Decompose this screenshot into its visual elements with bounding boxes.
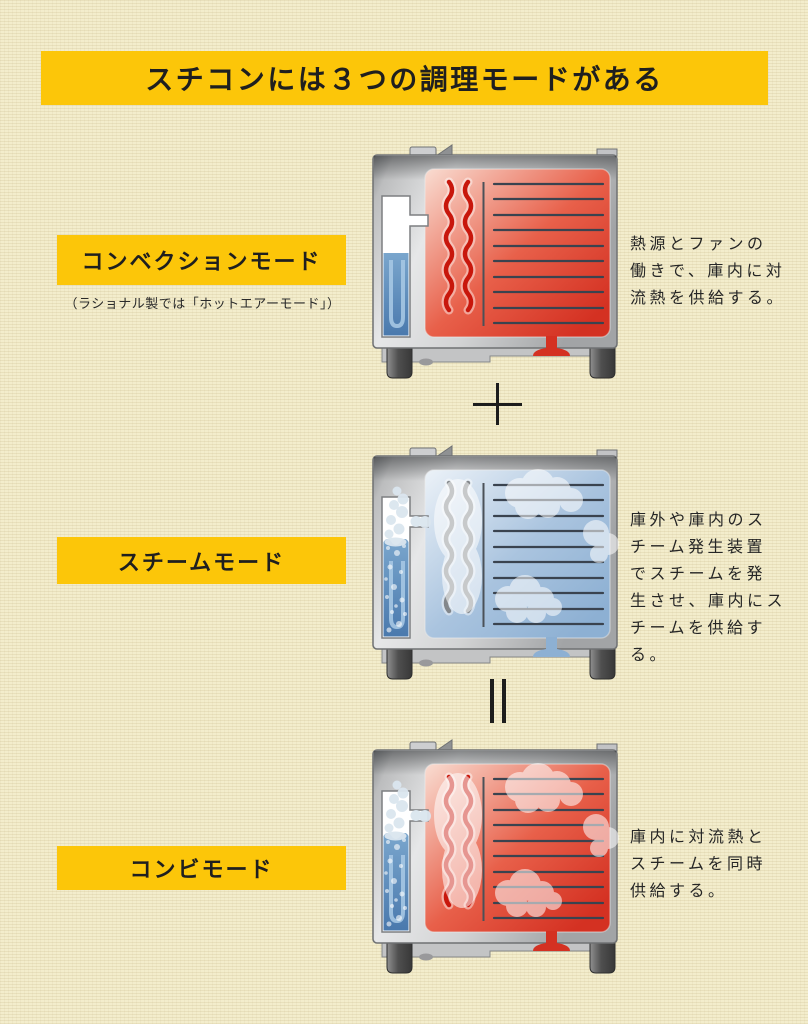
mode-label-combi: コンビモード <box>57 846 346 890</box>
mode-label-text: コンビモード <box>129 857 274 883</box>
tank-steam <box>384 486 431 547</box>
oven-illustration-combi <box>372 739 619 974</box>
oven-foot-right <box>589 347 616 379</box>
oven-figure-steam <box>370 441 620 681</box>
oven-foot-left <box>386 347 413 379</box>
water-tank <box>381 195 429 338</box>
tank-heater-tube <box>389 260 405 329</box>
mode-label-convection: コンベクションモード <box>57 235 346 285</box>
tank-heater-tube <box>389 855 405 924</box>
oven-foot-right <box>589 942 616 974</box>
oven-figure-combi <box>370 735 620 975</box>
oven-figure-convection <box>370 140 620 380</box>
drain <box>533 931 570 951</box>
oven-illustration-convection <box>372 144 618 379</box>
mode-sublabel-convection: （ラショナル製では「ホットエアーモード」） <box>64 297 341 312</box>
oven-foot-left <box>386 648 413 680</box>
base-knob <box>419 659 433 667</box>
base-knob <box>419 953 433 961</box>
mode-label-text: スチームモード <box>117 549 286 576</box>
oven-foot-left <box>386 942 413 974</box>
bubbles <box>384 544 407 633</box>
oven-base <box>381 942 609 958</box>
title-banner: スチコンには３つの調理モードがある <box>41 51 768 105</box>
plus-icon <box>473 383 522 425</box>
oven-base <box>381 648 609 664</box>
base-knob <box>419 358 433 366</box>
oven-base <box>381 347 609 363</box>
mode-description-convection: 熱源とファンの 働きで、庫内に対 流熱を供給する。 <box>630 234 787 307</box>
bubbles <box>384 838 407 927</box>
oven-foot-right <box>589 648 616 680</box>
page-title: スチコンには３つの調理モードがある <box>145 63 664 96</box>
shelf-rack <box>492 182 605 325</box>
equals-icon <box>490 679 506 723</box>
steam-clouds <box>434 763 619 917</box>
tank-steam <box>384 780 431 841</box>
tank-heater-tube <box>389 561 405 630</box>
heating-elements <box>441 177 476 315</box>
water-tank <box>381 486 431 639</box>
mode-label-text: コンベクションモード <box>81 249 322 275</box>
mode-description-combi: 庫内に対流熱と スチームを同時 供給する。 <box>630 827 767 900</box>
mode-label-steam: スチームモード <box>57 537 346 584</box>
mode-description-steam: 庫外や庫内のス チーム発生装置 でスチームを発 生させ、庫内にス チームを供給す… <box>630 510 787 664</box>
oven-illustration-steam <box>372 445 619 680</box>
steam-clouds <box>434 469 619 623</box>
drain <box>533 336 570 356</box>
water-tank <box>381 780 431 933</box>
drain <box>533 637 570 657</box>
